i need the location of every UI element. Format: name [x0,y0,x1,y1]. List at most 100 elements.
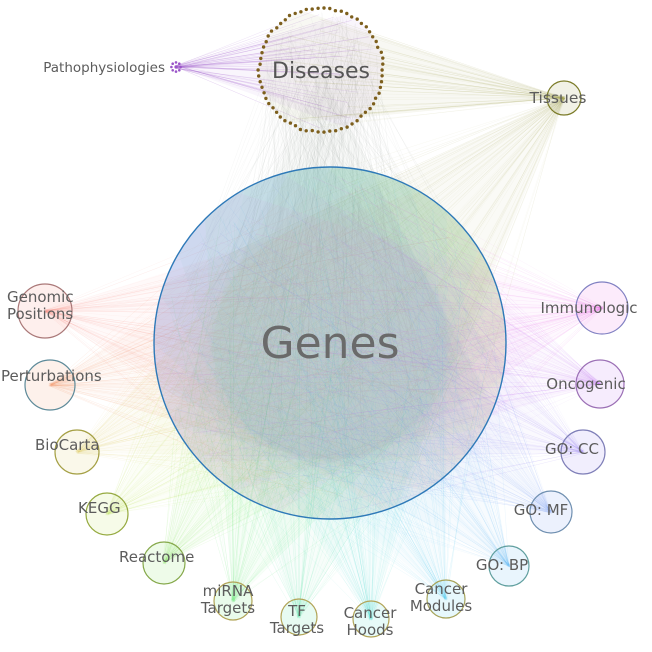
edge-line [339,96,563,101]
edge-line [176,409,550,513]
edge-line [78,414,372,452]
edge-line [174,54,277,333]
edge-line [76,240,316,454]
edge-line [233,364,368,601]
edge-line [44,294,321,312]
edge-line [105,339,450,514]
edge-line [46,276,357,313]
edge-line [350,118,377,182]
edge-line [78,224,293,452]
edge-line [294,229,373,621]
edge-line [105,475,349,515]
disease-ring-dot [258,80,262,84]
edge-line [356,37,402,255]
edge-line [164,416,325,563]
edge-line [484,372,550,513]
edge-line [229,308,602,427]
edge-line [286,98,566,408]
edge-line [308,303,552,512]
edge-line [338,52,492,363]
edge-line [350,96,563,510]
edge-line [305,109,397,197]
edge-line [51,362,428,387]
edge-line [45,310,332,486]
edge-line [231,421,300,600]
edge-line [228,323,601,384]
edge-line [297,258,348,617]
edge-line [234,357,401,603]
edge-line [391,97,563,194]
edge-line [383,186,600,384]
edge-line [204,99,564,394]
edge-line [51,383,392,420]
edge-line [371,349,439,620]
node-circle-reactome [142,541,186,585]
node-label-kegg: KEGG [78,499,121,517]
edge-line [166,362,300,617]
edge-line [334,27,349,403]
disease-ring-dot [355,17,359,21]
edge-line [105,446,304,513]
edge-line [162,371,371,564]
edge-line [232,334,303,601]
edge-line [273,37,565,98]
edge-line [304,40,336,190]
edge-line [267,64,403,399]
edge-line [367,60,563,99]
edge-line [394,98,566,290]
edge-line [297,314,335,619]
edge-line [434,435,553,513]
edge-line [241,250,585,453]
edge-line [228,119,324,326]
edge-line [78,452,233,455]
edge-line [162,359,299,565]
edge-line [162,176,359,562]
edge-line [331,32,337,188]
edge-line [299,355,480,619]
edge-line [171,296,234,602]
edge-line [376,54,392,400]
edge-line [44,309,277,413]
edge-line [424,307,603,423]
edge-line [313,316,553,513]
edge-line [336,487,446,600]
edge-line [75,251,381,453]
edge-line [46,305,258,313]
edge-line [457,308,604,323]
edge-line [77,228,426,453]
edge-line [49,337,220,386]
edge-line [299,294,357,618]
edge-line [407,97,565,487]
edge-line [336,176,603,310]
edge-line [225,72,331,461]
edge-line [107,244,360,514]
edge-line [163,200,261,562]
edge-line [296,320,552,513]
edge-line [297,319,486,618]
edge-line [77,368,366,452]
edge-line [44,235,394,312]
edge-line [50,327,215,385]
edge-line [164,306,212,564]
disease-ring-dot [310,128,314,133]
edge-line [370,466,378,619]
edge-line [379,307,603,364]
edge-line [162,329,497,563]
edge-line [298,411,318,617]
edge-line [227,306,603,354]
edge-line [288,213,601,385]
edge-line [174,67,323,104]
burst-dot [179,65,182,69]
edge-line [363,363,509,566]
edge-line [481,97,566,356]
edge-line [77,317,484,454]
edge-line [325,98,564,207]
edge-line [163,429,285,562]
edge-line [174,36,370,67]
edge-line [234,312,269,602]
edge-line [306,92,564,97]
edge-line [51,299,184,387]
edge-line [321,11,342,405]
disease-ring-dot [345,11,349,16]
